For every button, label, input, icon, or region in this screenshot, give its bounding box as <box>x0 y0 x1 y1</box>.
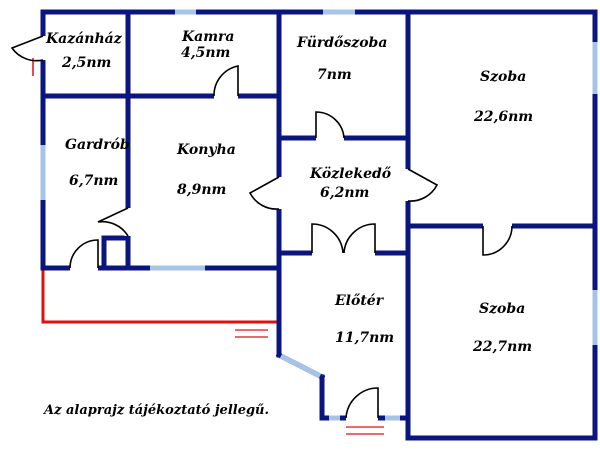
windows <box>40 9 598 421</box>
room-area-gardrob: 6,7nm <box>69 173 119 189</box>
room-label-furdoszoba: Fürdőszoba <box>297 35 388 51</box>
room-area-eloter: 11,7nm <box>335 330 395 346</box>
room-area-kozlekedo: 6,2nm <box>320 185 370 201</box>
room-label-kozlekedo: Közlekedő <box>310 166 392 182</box>
property-boundary <box>32 58 384 435</box>
disclaimer-note: Az alaprajz tájékoztató jellegű. <box>44 403 270 418</box>
room-area-kazanhaz: 2,5nm <box>62 55 112 71</box>
room-area-furdoszoba: 7nm <box>317 67 352 83</box>
door-openings <box>39 36 512 422</box>
room-label-kazanhaz: Kazánház <box>46 31 122 47</box>
room-area-szoba-2: 22,7nm <box>473 339 533 355</box>
room-label-eloter: Előtér <box>335 293 384 309</box>
room-label-szoba-1: Szoba <box>480 69 527 85</box>
room-label-szoba-2: Szoba <box>479 301 526 317</box>
room-label-konyha: Konyha <box>177 142 236 158</box>
room-label-gardrob: Gardrób <box>65 137 130 153</box>
room-label-kamra: Kamra <box>182 29 235 45</box>
room-area-kamra: 4,5nm <box>181 45 231 61</box>
door-swings <box>10 35 513 419</box>
room-area-szoba-1: 22,6nm <box>474 109 534 125</box>
room-area-konyha: 8,9nm <box>177 182 227 198</box>
